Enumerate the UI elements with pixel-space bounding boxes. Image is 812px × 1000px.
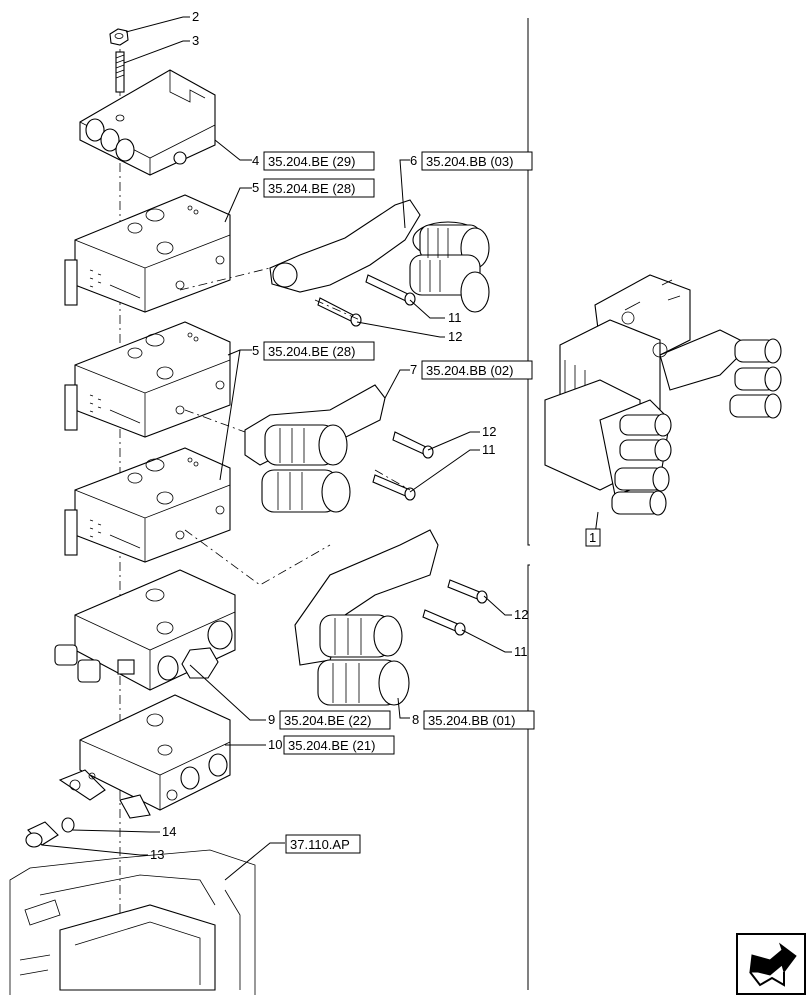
callout-8: 8 35.204.BB (01) <box>412 710 535 730</box>
callout-number: 13 <box>150 847 164 862</box>
part-valve-section-lower <box>64 447 231 563</box>
callout-1: 1 <box>585 528 601 547</box>
part-valve-section-upper <box>64 194 231 313</box>
callout-12-lower: 12 <box>514 607 528 622</box>
callout-11-upper: 11 <box>448 310 462 325</box>
callout-6: 6 35.204.BB (03) <box>410 151 533 171</box>
callout-number: 2 <box>192 9 199 24</box>
callout-3: 3 <box>192 33 199 48</box>
callout-5-lower: 5 35.204.BE (28) <box>252 341 375 361</box>
callout-number: 12 <box>514 607 528 622</box>
reference-link[interactable]: 35.204.BB (01) <box>428 713 515 728</box>
callout-number: 11 <box>514 644 528 659</box>
assembled-valve <box>544 274 782 516</box>
callout-14: 14 <box>162 824 176 839</box>
callout-10: 10 35.204.BE (21) <box>268 735 395 755</box>
callout-number: 5 <box>252 343 259 358</box>
part-coupler-bracket-middle <box>244 384 386 513</box>
leader-lines <box>41 16 599 881</box>
part-end-cover <box>79 69 216 176</box>
assembled-view-panel <box>527 18 782 990</box>
callout-number: 3 <box>192 33 199 48</box>
callout-number: 10 <box>268 737 282 752</box>
callout-number: 9 <box>268 712 275 727</box>
part-tractor-housing <box>9 849 256 995</box>
callout-4: 4 35.204.BE (29) <box>252 151 375 171</box>
next-page-arrow-icon[interactable] <box>736 933 806 995</box>
part-coupler-bracket-lower <box>294 529 439 706</box>
align-line-1 <box>179 267 271 291</box>
callout-number: 1 <box>589 530 596 545</box>
reference-link[interactable]: 35.204.BB (03) <box>426 154 513 169</box>
callout-11-middle: 11 <box>482 442 496 457</box>
part-valve-section-middle <box>64 321 231 438</box>
callout-5-upper: 5 35.204.BE (28) <box>252 178 375 198</box>
bolts-middle <box>372 431 434 501</box>
reference-link[interactable]: 35.204.BE (21) <box>288 738 375 753</box>
reference-link[interactable]: 35.204.BE (22) <box>284 713 371 728</box>
part-plug <box>25 821 59 848</box>
part-o-ring <box>61 817 75 833</box>
callout-number: 12 <box>482 424 496 439</box>
align-line-4 <box>314 299 361 321</box>
part-nut <box>109 28 129 46</box>
callout-number: 11 <box>482 442 496 457</box>
callout-number: 5 <box>252 180 259 195</box>
reference-link[interactable]: 35.204.BE (28) <box>268 344 355 359</box>
callout-37: 37.110.AP <box>285 834 361 854</box>
part-stud <box>115 51 125 93</box>
align-line-3 <box>184 529 331 586</box>
bolts-upper <box>317 274 416 327</box>
part-coupler-bracket-upper <box>269 199 490 313</box>
callout-7: 7 35.204.BB (02) <box>410 360 533 380</box>
callout-number: 7 <box>410 362 417 377</box>
part-end-section <box>58 694 231 819</box>
callout-12-middle: 12 <box>482 424 496 439</box>
callout-13: 13 <box>150 847 164 862</box>
callout-number: 14 <box>162 824 176 839</box>
align-line-5 <box>374 469 411 491</box>
callout-number: 8 <box>412 712 419 727</box>
reference-link[interactable]: 35.204.BB (02) <box>426 363 513 378</box>
callout-number: 12 <box>448 329 462 344</box>
callout-2: 2 <box>192 9 199 24</box>
callout-number: 4 <box>252 153 259 168</box>
callout-9: 9 35.204.BE (22) <box>268 710 391 730</box>
callout-12-upper: 12 <box>448 329 462 344</box>
callout-11-lower: 11 <box>514 644 528 659</box>
callout-number: 6 <box>410 153 417 168</box>
reference-link[interactable]: 35.204.BE (29) <box>268 154 355 169</box>
reference-link[interactable]: 35.204.BE (28) <box>268 181 355 196</box>
reference-link[interactable]: 37.110.AP <box>290 837 350 852</box>
part-inlet-section <box>54 569 236 691</box>
callout-number: 11 <box>448 310 462 325</box>
bolts-lower <box>422 579 488 636</box>
